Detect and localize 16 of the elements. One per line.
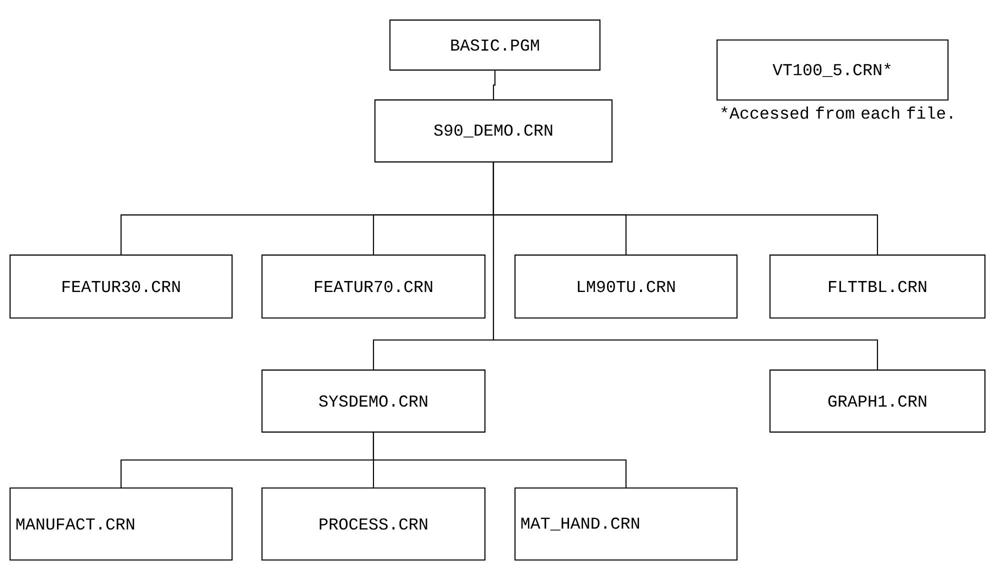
file-box: VT100_5.CRN*: [716, 39, 949, 100]
connector-line: [492, 70, 496, 100]
file-box: SYSDEMO.CRN: [261, 370, 486, 433]
file-box: FLTTBL.CRN: [769, 254, 986, 318]
file-box: FEATUR70.CRN: [261, 254, 486, 318]
connector-line: [492, 162, 878, 370]
file-box: S90_DEMO.CRN: [374, 99, 613, 162]
file-box: BASIC.PGM: [389, 20, 600, 71]
file-box: GRAPH1.CRN: [769, 370, 986, 433]
file-box: LM90TU.CRN: [514, 254, 738, 318]
file-box: MANUFACT.CRN: [10, 487, 233, 560]
footnote-text: *Accessed from each file.: [722, 106, 952, 119]
file-box: MAT_HAND.CRN: [514, 487, 738, 560]
file-box: FEATUR30.CRN: [10, 254, 233, 318]
file-box: PROCESS.CRN: [261, 487, 486, 560]
connector-line: [372, 432, 627, 488]
